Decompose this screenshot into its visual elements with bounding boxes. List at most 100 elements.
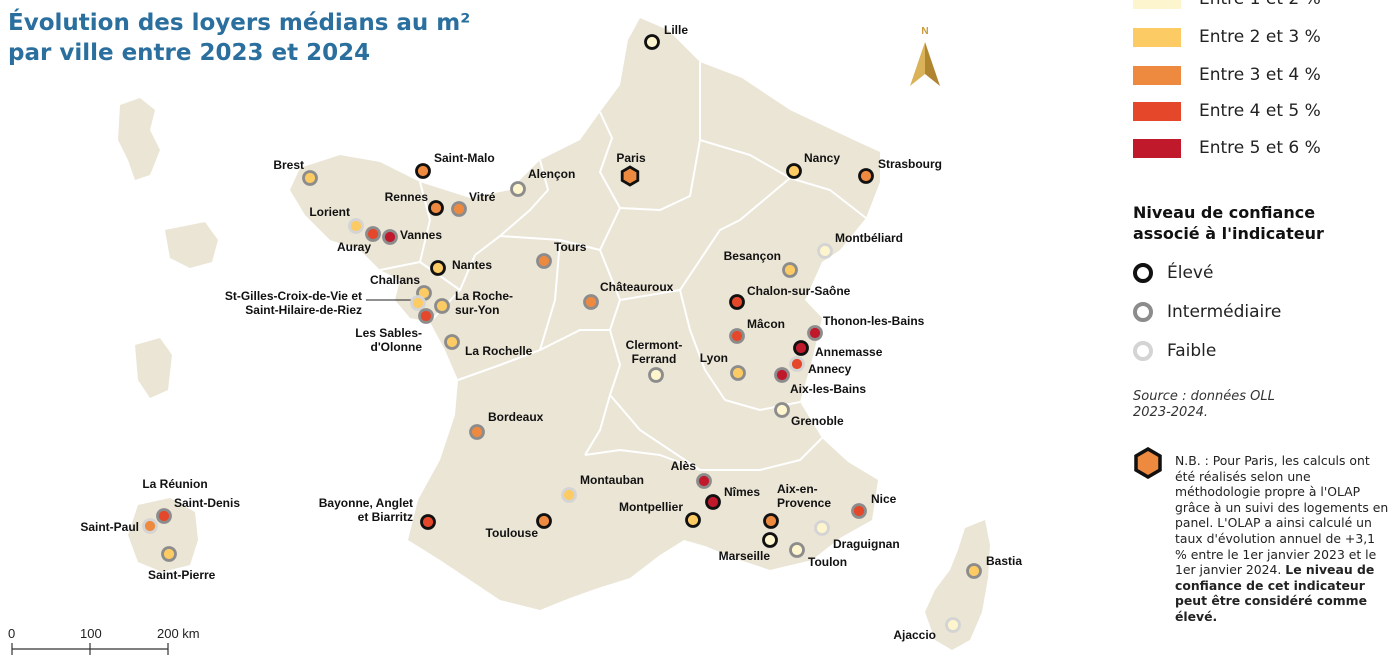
city-label: Bordeaux xyxy=(488,410,544,424)
confidence-mid: Intermédiaire xyxy=(1133,302,1281,322)
city-marker xyxy=(793,340,809,356)
city-marker xyxy=(434,298,450,314)
svg-text:N: N xyxy=(921,26,928,37)
city-label: Saint-Malo xyxy=(434,151,495,165)
confidence-high: Élevé xyxy=(1133,263,1213,283)
city-label: Tours xyxy=(554,240,587,254)
city-label: Alençon xyxy=(528,167,575,181)
city-label: Strasbourg xyxy=(878,157,942,171)
city-label: Paris xyxy=(616,151,646,165)
title-line-1: Évolution des loyers médians au m² xyxy=(8,10,471,36)
city-marker xyxy=(774,402,790,418)
city-label: Annecy xyxy=(808,362,852,376)
city-label: Thonon-les-Bains xyxy=(823,314,925,328)
city-marker xyxy=(536,513,552,529)
city-marker xyxy=(430,260,446,276)
city-marker xyxy=(161,546,177,562)
city-label: La Roche-sur-Yon xyxy=(455,289,513,317)
city-marker xyxy=(648,367,664,383)
city-label: Châteauroux xyxy=(600,280,674,294)
city-marker xyxy=(142,518,158,534)
region-borders xyxy=(379,62,867,471)
hexagon-icon xyxy=(1134,447,1162,479)
city-marker xyxy=(763,513,779,529)
legend-class-label: Entre 1 et 2 % xyxy=(1199,0,1321,9)
mainland-shape xyxy=(290,18,880,610)
city-marker xyxy=(428,200,444,216)
city-marker xyxy=(774,367,790,383)
confidence-legend-title: Niveau de confiance associé à l'indicate… xyxy=(1133,203,1324,243)
city-label: Saint-Pierre xyxy=(148,568,216,582)
title-line-2: par ville entre 2023 et 2024 xyxy=(8,40,371,66)
city-marker xyxy=(762,532,778,548)
map-title: Évolution des loyers médians au m² par v… xyxy=(8,8,478,68)
city-marker xyxy=(730,365,746,381)
city-marker xyxy=(966,563,982,579)
city-label: Montauban xyxy=(580,473,644,487)
legend-class-label: Entre 3 et 4 % xyxy=(1199,65,1321,85)
city-marker xyxy=(410,295,426,311)
city-marker xyxy=(415,163,431,179)
legend-swatch xyxy=(1133,27,1181,47)
legend-class-label: Entre 5 et 6 % xyxy=(1199,138,1321,158)
city-label: Nancy xyxy=(804,151,840,165)
city-marker xyxy=(444,334,460,350)
ring-icon xyxy=(1133,302,1153,322)
city-label: Brest xyxy=(273,158,304,172)
city-label: Auray xyxy=(337,240,371,254)
city-label: Lyon xyxy=(700,351,728,365)
legend-class-row: Entre 3 et 4 % xyxy=(1133,64,1321,86)
city-marker xyxy=(789,542,805,558)
legend-class-row: Entre 1 et 2 % xyxy=(1133,0,1321,10)
legend-class-label: Entre 2 et 3 % xyxy=(1199,27,1321,47)
legend-swatch xyxy=(1133,65,1181,85)
city-label: Aix-les-Bains xyxy=(790,382,866,396)
city-marker xyxy=(644,34,660,50)
city-marker xyxy=(786,163,802,179)
city-marker xyxy=(348,218,364,234)
city-marker xyxy=(620,165,640,187)
source-note: Source : données OLL 2023-2024. xyxy=(1133,389,1275,420)
city-label: Saint-Denis xyxy=(174,496,240,510)
city-label: La Rochelle xyxy=(465,344,533,358)
city-marker xyxy=(729,328,745,344)
city-label: Annemasse xyxy=(815,345,883,359)
city-marker xyxy=(696,473,712,489)
city-label: Aix-en-Provence xyxy=(777,482,831,510)
city-marker xyxy=(382,229,398,245)
city-label: Les Sables-d'Olonne xyxy=(355,326,422,354)
city-label: Mâcon xyxy=(747,317,785,331)
city-marker xyxy=(817,243,833,259)
city-marker xyxy=(469,424,485,440)
reunion-shape xyxy=(128,498,198,572)
city-label: Alès xyxy=(671,459,697,473)
city-label: Challans xyxy=(370,273,420,287)
city-marker xyxy=(561,487,577,503)
scale-tick-label: 200 km xyxy=(157,626,200,641)
scale-bar: 0 100 200 km xyxy=(8,626,200,655)
legend-swatch xyxy=(1133,101,1181,121)
legend-class-row: Entre 5 et 6 % xyxy=(1133,137,1321,159)
city-label: Besançon xyxy=(724,249,781,263)
city-label: Vannes xyxy=(400,228,442,242)
city-marker xyxy=(302,170,318,186)
city-label: La Réunion xyxy=(142,477,207,491)
city-marker xyxy=(156,508,172,524)
city-label: Marseille xyxy=(719,549,771,563)
city-label: Saint-Paul xyxy=(80,520,139,534)
city-marker xyxy=(789,356,805,372)
legend-swatch xyxy=(1133,138,1181,158)
city-marker xyxy=(705,494,721,510)
city-label: Lorient xyxy=(309,205,350,219)
city-label: Draguignan xyxy=(833,537,900,551)
city-marker xyxy=(365,226,381,242)
city-marker xyxy=(729,294,745,310)
legend-class-row: Entre 2 et 3 % xyxy=(1133,26,1321,48)
city-marker xyxy=(807,325,823,341)
city-label: Chalon-sur-Saône xyxy=(747,284,851,298)
ring-icon xyxy=(1133,341,1153,361)
legend-swatch xyxy=(1133,0,1181,9)
city-label: Grenoble xyxy=(791,414,844,428)
